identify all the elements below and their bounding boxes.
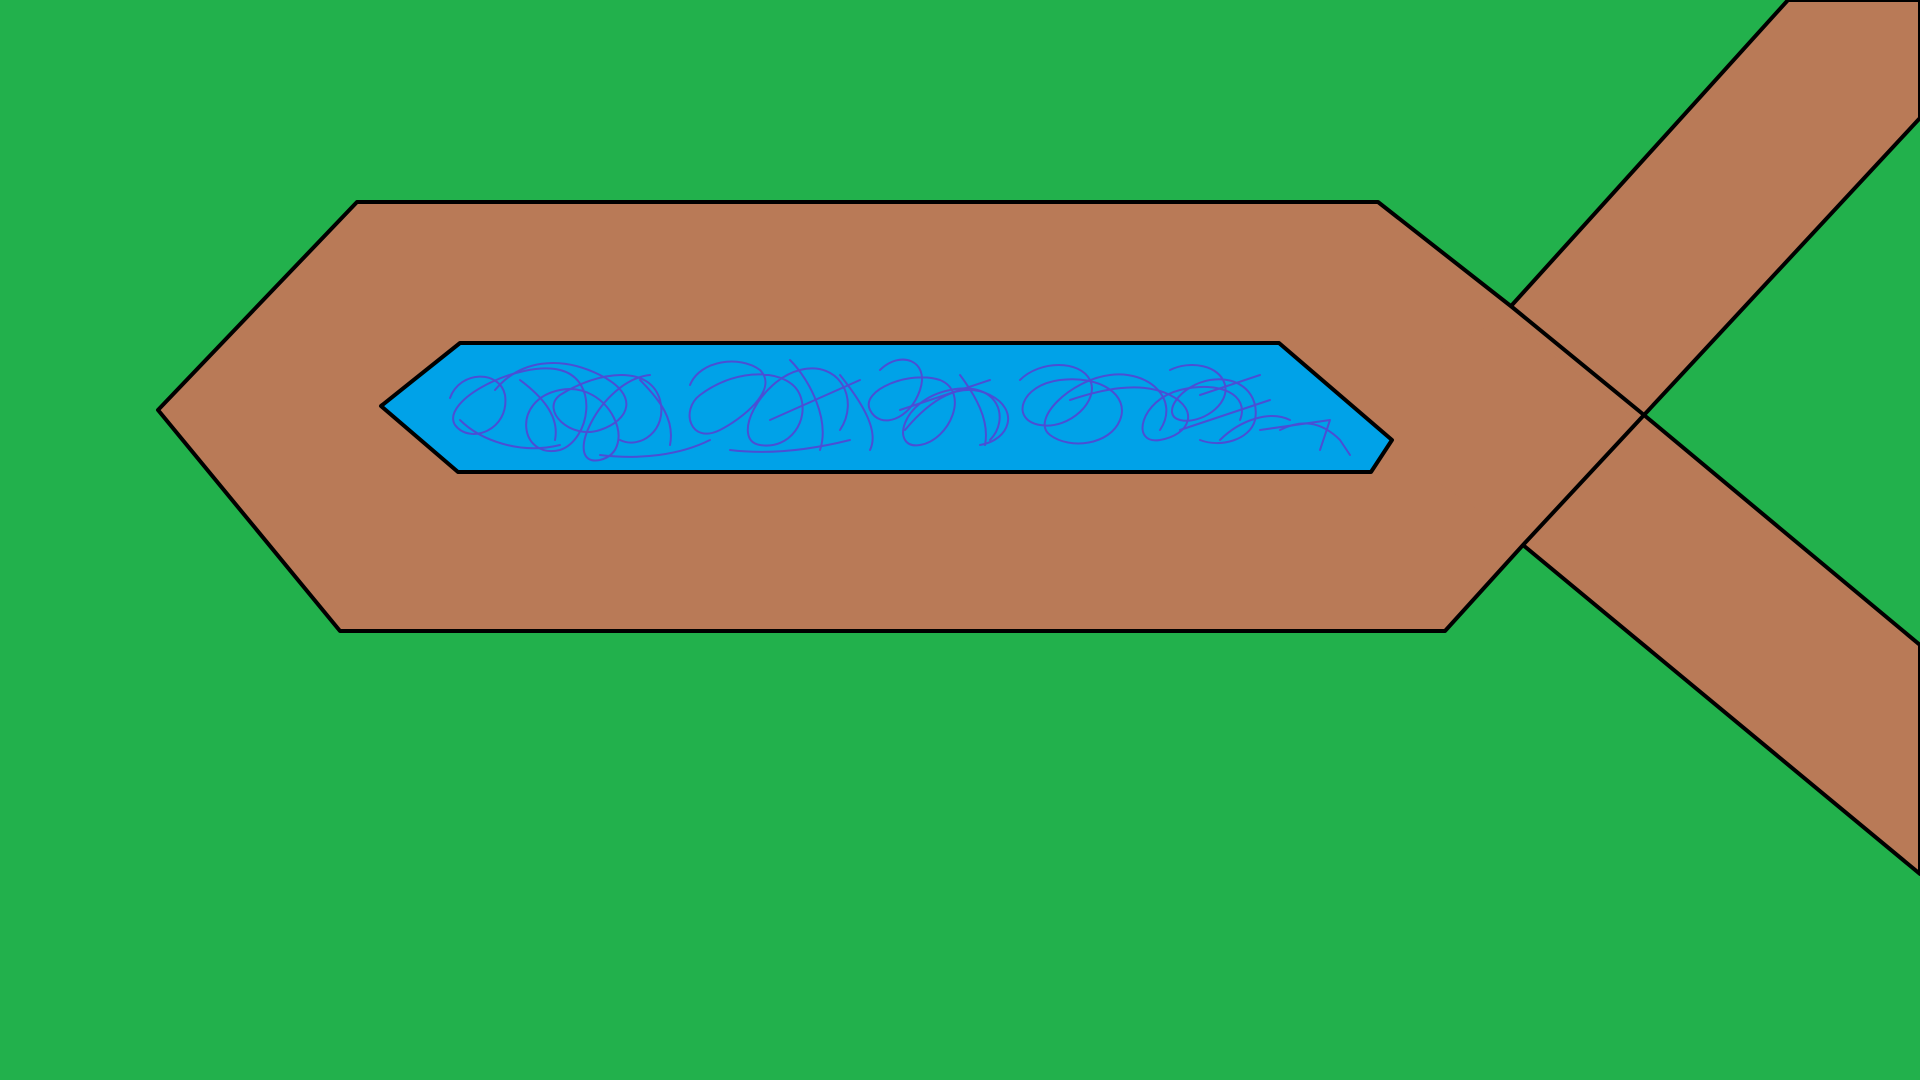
water-scribbles [449, 358, 1351, 462]
road-junction [1420, 318, 1630, 535]
